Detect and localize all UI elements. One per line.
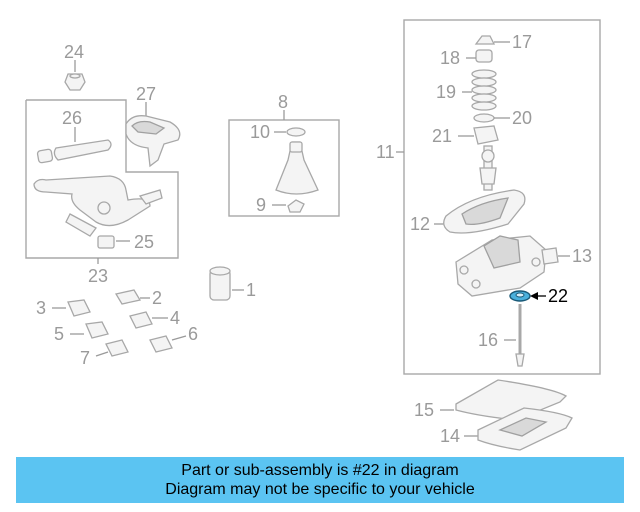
callout-22[interactable]: 22 [548, 286, 568, 306]
part-22-seal[interactable] [509, 290, 546, 302]
callout-6[interactable]: 6 [188, 324, 198, 344]
callout-23[interactable]: 23 [88, 266, 108, 286]
callout-25[interactable]: 25 [134, 232, 154, 252]
group-frame-8 [228, 119, 340, 217]
callout-24[interactable]: 24 [64, 42, 84, 62]
callout-13[interactable]: 13 [572, 246, 592, 266]
callout-11[interactable]: 11 [376, 142, 395, 162]
banner-line-1: Part or sub-assembly is #22 in diagram [181, 462, 459, 479]
part-19-spring [462, 69, 497, 111]
callout-26[interactable]: 26 [62, 108, 82, 128]
callout-14[interactable]: 14 [440, 426, 460, 446]
part-18-seat [466, 49, 493, 63]
callout-4[interactable]: 4 [170, 308, 180, 328]
park-brake-lever [33, 175, 163, 237]
group-frame-11 [403, 19, 601, 375]
callout-19[interactable]: 19 [436, 82, 456, 102]
callout-2[interactable]: 2 [152, 288, 162, 308]
callout-9[interactable]: 9 [256, 195, 266, 215]
part-12-gasket [434, 189, 526, 234]
part-25-switch [97, 235, 130, 249]
part-13-grommet [541, 247, 570, 265]
callout-20[interactable]: 20 [512, 108, 532, 128]
part-1-bushing [209, 266, 244, 301]
callout-18[interactable]: 18 [440, 48, 460, 68]
callout-21[interactable]: 21 [432, 126, 452, 146]
part-26-grip [36, 127, 112, 164]
part-14-plate [464, 407, 573, 451]
part-5-switch [70, 321, 109, 339]
part-20-washer [473, 113, 510, 123]
callout-1[interactable]: 1 [246, 280, 256, 300]
callout-3[interactable]: 3 [36, 298, 46, 318]
group-frame-23 [25, 99, 179, 259]
callout-27[interactable]: 27 [136, 84, 156, 104]
part-2-switch [114, 289, 150, 305]
callout-8[interactable]: 8 [278, 92, 288, 112]
part-27-boot [125, 102, 181, 168]
callout-5[interactable]: 5 [54, 324, 64, 344]
part-4-switch [129, 311, 168, 329]
callout-7[interactable]: 7 [80, 348, 90, 368]
callout-12[interactable]: 12 [410, 214, 430, 234]
shifter-housing [455, 235, 547, 297]
part-16-rod [504, 304, 525, 367]
part-6-switch [149, 335, 187, 353]
banner-line-2: Diagram may not be specific to your vehi… [165, 481, 475, 498]
part-24-nut [64, 60, 86, 91]
callout-15[interactable]: 15 [414, 400, 434, 420]
callout-16[interactable]: 16 [478, 330, 498, 350]
part-17-cap [474, 35, 510, 45]
part-3-switch [52, 299, 91, 317]
callout-17[interactable]: 17 [512, 32, 532, 52]
part-7-switch [95, 339, 129, 357]
info-banner: Part or sub-assembly is #22 in diagram D… [16, 457, 624, 503]
shift-boot [272, 127, 319, 213]
callout-10[interactable]: 10 [250, 122, 270, 142]
part-21-guide [458, 125, 499, 191]
